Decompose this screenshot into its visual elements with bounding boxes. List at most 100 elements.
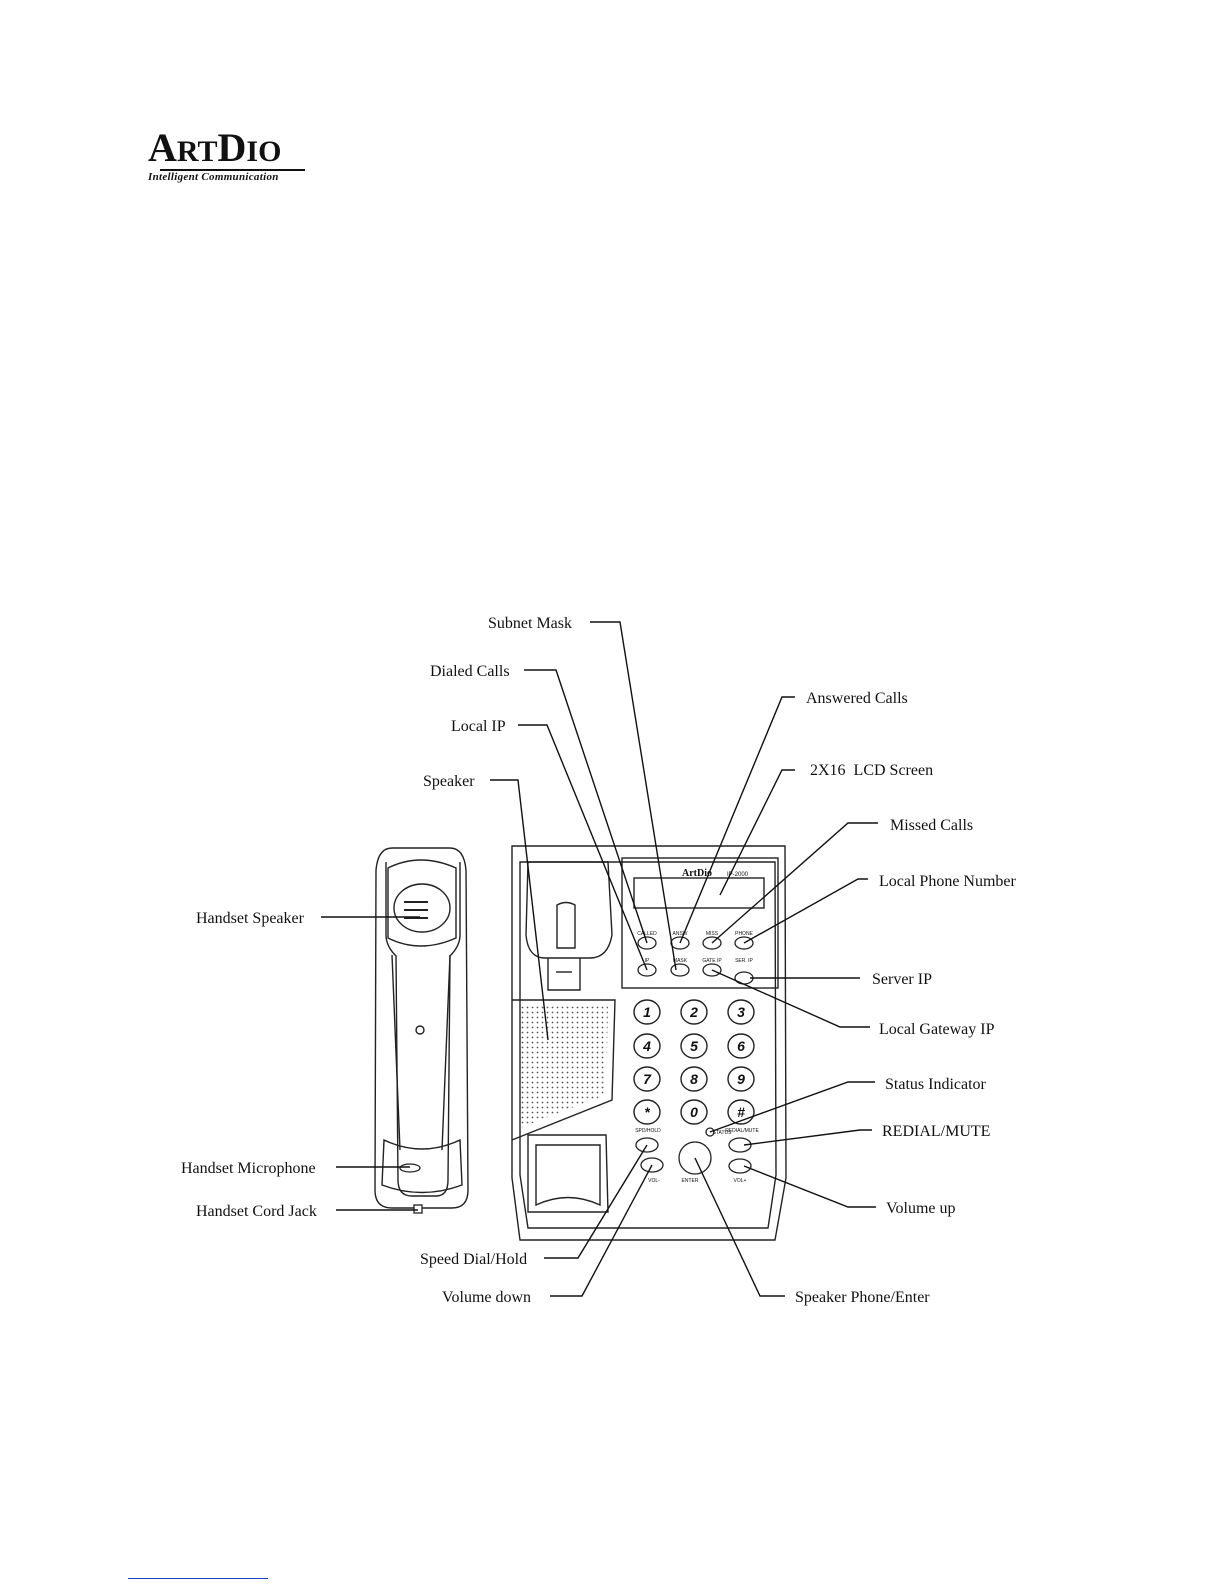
mask-button[interactable] bbox=[670, 963, 690, 977]
lcd-screen bbox=[633, 877, 765, 909]
model-number: IP-2000 bbox=[727, 872, 749, 878]
handset-cord-jack bbox=[413, 1204, 423, 1214]
handset-center-mark bbox=[415, 1025, 425, 1035]
keypad-key-8[interactable] bbox=[680, 1066, 708, 1092]
keypad-key-7[interactable] bbox=[633, 1066, 661, 1092]
leader-local-phone-number bbox=[743, 878, 868, 944]
lower-controls bbox=[635, 1127, 752, 1175]
callout-volume-up: Volume up bbox=[886, 1200, 955, 1217]
callout-status-indicator: Status Indicator bbox=[885, 1076, 987, 1093]
callout-leaders bbox=[321, 621, 878, 1297]
ip-key-label: IP bbox=[645, 958, 650, 964]
keypad-key-label: 4 bbox=[642, 1038, 651, 1054]
answered-key-label: ANSW bbox=[673, 931, 688, 937]
redial-mute-label: REDIAL/MUTE bbox=[725, 1128, 759, 1134]
keypad-key-star[interactable] bbox=[633, 1099, 661, 1125]
callout-labels: Subnet Mask Dialed Calls Answered Calls … bbox=[181, 615, 1017, 1306]
redial-mute-button[interactable] bbox=[728, 1137, 752, 1153]
handset-speaker-grille bbox=[393, 883, 451, 933]
logo-wordmark: ARTDIO bbox=[148, 128, 281, 168]
leader-speaker-phone-enter bbox=[694, 1157, 785, 1297]
keypad-key-9[interactable] bbox=[727, 1066, 755, 1092]
callout-speaker-phone-enter: Speaker Phone/Enter bbox=[795, 1289, 930, 1306]
handset-cradle-top bbox=[525, 861, 613, 959]
leader-status-indicator bbox=[709, 1081, 875, 1133]
callout-local-phone-number: Local Phone Number bbox=[879, 873, 1017, 890]
callout-handset-cord-jack: Handset Cord Jack bbox=[196, 1203, 317, 1220]
leader-subnet-mask bbox=[590, 621, 677, 971]
keypad-key-label: 9 bbox=[737, 1071, 745, 1087]
keypad-key-label: 7 bbox=[643, 1071, 652, 1087]
status-label: STATUS bbox=[713, 1130, 733, 1136]
volume-up-button[interactable] bbox=[728, 1158, 752, 1174]
spd-hold-label: SPD/HOLD bbox=[635, 1128, 661, 1134]
callout-local-ip: Local IP bbox=[451, 718, 506, 735]
speaker-grille bbox=[520, 1005, 608, 1128]
handset-microphone-hole bbox=[399, 1163, 421, 1173]
leader-local-ip bbox=[518, 724, 648, 971]
model-brand: ArtDio bbox=[682, 868, 712, 879]
function-key-labels: CALLED ANSW MISS PHONE IP MASK GATE IP S… bbox=[637, 931, 753, 964]
keypad-key-0[interactable] bbox=[680, 1099, 708, 1125]
leader-dialed-calls bbox=[524, 669, 648, 944]
handset-earpiece bbox=[387, 859, 457, 947]
callout-speaker: Speaker bbox=[423, 773, 475, 790]
keypad-key-2[interactable] bbox=[680, 999, 708, 1025]
handset-mouthpiece bbox=[381, 1138, 463, 1194]
handset bbox=[374, 847, 469, 1209]
phone-base bbox=[511, 845, 787, 1241]
missed-key-label: MISS bbox=[706, 931, 719, 937]
callout-missed-calls: Missed Calls bbox=[890, 817, 973, 834]
base-outline bbox=[511, 845, 787, 1241]
keypad-key-4[interactable] bbox=[633, 1033, 661, 1059]
base-inner-outline bbox=[519, 861, 777, 1229]
keypad-key-label: 1 bbox=[643, 1004, 651, 1020]
keypad-key-3[interactable] bbox=[727, 999, 755, 1025]
keypad-key-5[interactable] bbox=[680, 1033, 708, 1059]
callout-dialed-calls: Dialed Calls bbox=[430, 663, 510, 680]
control-panel bbox=[621, 857, 779, 989]
cradle-hook bbox=[556, 901, 576, 949]
vol-up-label: VOL+ bbox=[734, 1178, 747, 1184]
handset-neck bbox=[391, 954, 451, 1151]
called-key-label: CALLED bbox=[637, 931, 657, 937]
handset-cradle-bottom bbox=[527, 1134, 609, 1213]
phone-key-label: PHONE bbox=[735, 931, 753, 937]
leader-speed-dial-hold bbox=[544, 1144, 648, 1259]
logo-letter-d: D bbox=[217, 125, 247, 170]
callout-local-gateway-ip: Local Gateway IP bbox=[879, 1021, 995, 1038]
keypad-key-label: * bbox=[644, 1104, 650, 1120]
footer-link-underline bbox=[128, 1578, 268, 1579]
callout-subnet-mask: Subnet Mask bbox=[488, 615, 572, 632]
leader-lcd-screen bbox=[719, 769, 795, 896]
keypad-key-label: 5 bbox=[690, 1038, 698, 1054]
leader-volume-up bbox=[743, 1165, 876, 1208]
enter-label: ENTER bbox=[682, 1178, 699, 1184]
keypad-key-label: 3 bbox=[737, 1004, 745, 1020]
keypad-key-label: 6 bbox=[737, 1038, 745, 1054]
vol-down-label: VOL- bbox=[648, 1178, 660, 1184]
keypad-key-label: 2 bbox=[689, 1004, 698, 1020]
logo-letters-rt: RT bbox=[176, 135, 218, 168]
logo-letters-io: IO bbox=[246, 135, 282, 168]
server-ip-key-label: SER. IP bbox=[735, 958, 753, 964]
keypad-key-label: 0 bbox=[690, 1104, 698, 1120]
artdio-logo: ARTDIO Intelligent Communication bbox=[148, 128, 318, 188]
callout-handset-speaker: Handset Speaker bbox=[196, 910, 305, 927]
leader-local-gateway-ip bbox=[711, 969, 870, 1028]
logo-tagline: Intelligent Communication bbox=[148, 171, 279, 183]
callout-server-ip: Server IP bbox=[872, 971, 932, 988]
keypad-key-label: # bbox=[737, 1104, 745, 1120]
handset-inner-outline bbox=[385, 862, 461, 1197]
lower-control-labels: SPD/HOLD STATUS REDIAL/MUTE VOL- ENTER V… bbox=[635, 1128, 759, 1184]
leader-missed-calls bbox=[711, 822, 878, 944]
cradle-hook-stem bbox=[547, 958, 581, 991]
speaker-panel bbox=[511, 999, 616, 1141]
keypad-key-1[interactable] bbox=[633, 999, 661, 1025]
keypad-key-6[interactable] bbox=[727, 1033, 755, 1059]
logo-underline bbox=[160, 169, 305, 171]
leader-redial-mute bbox=[743, 1129, 872, 1146]
callout-lcd-screen: 2X16 LCD Screen bbox=[810, 762, 933, 779]
